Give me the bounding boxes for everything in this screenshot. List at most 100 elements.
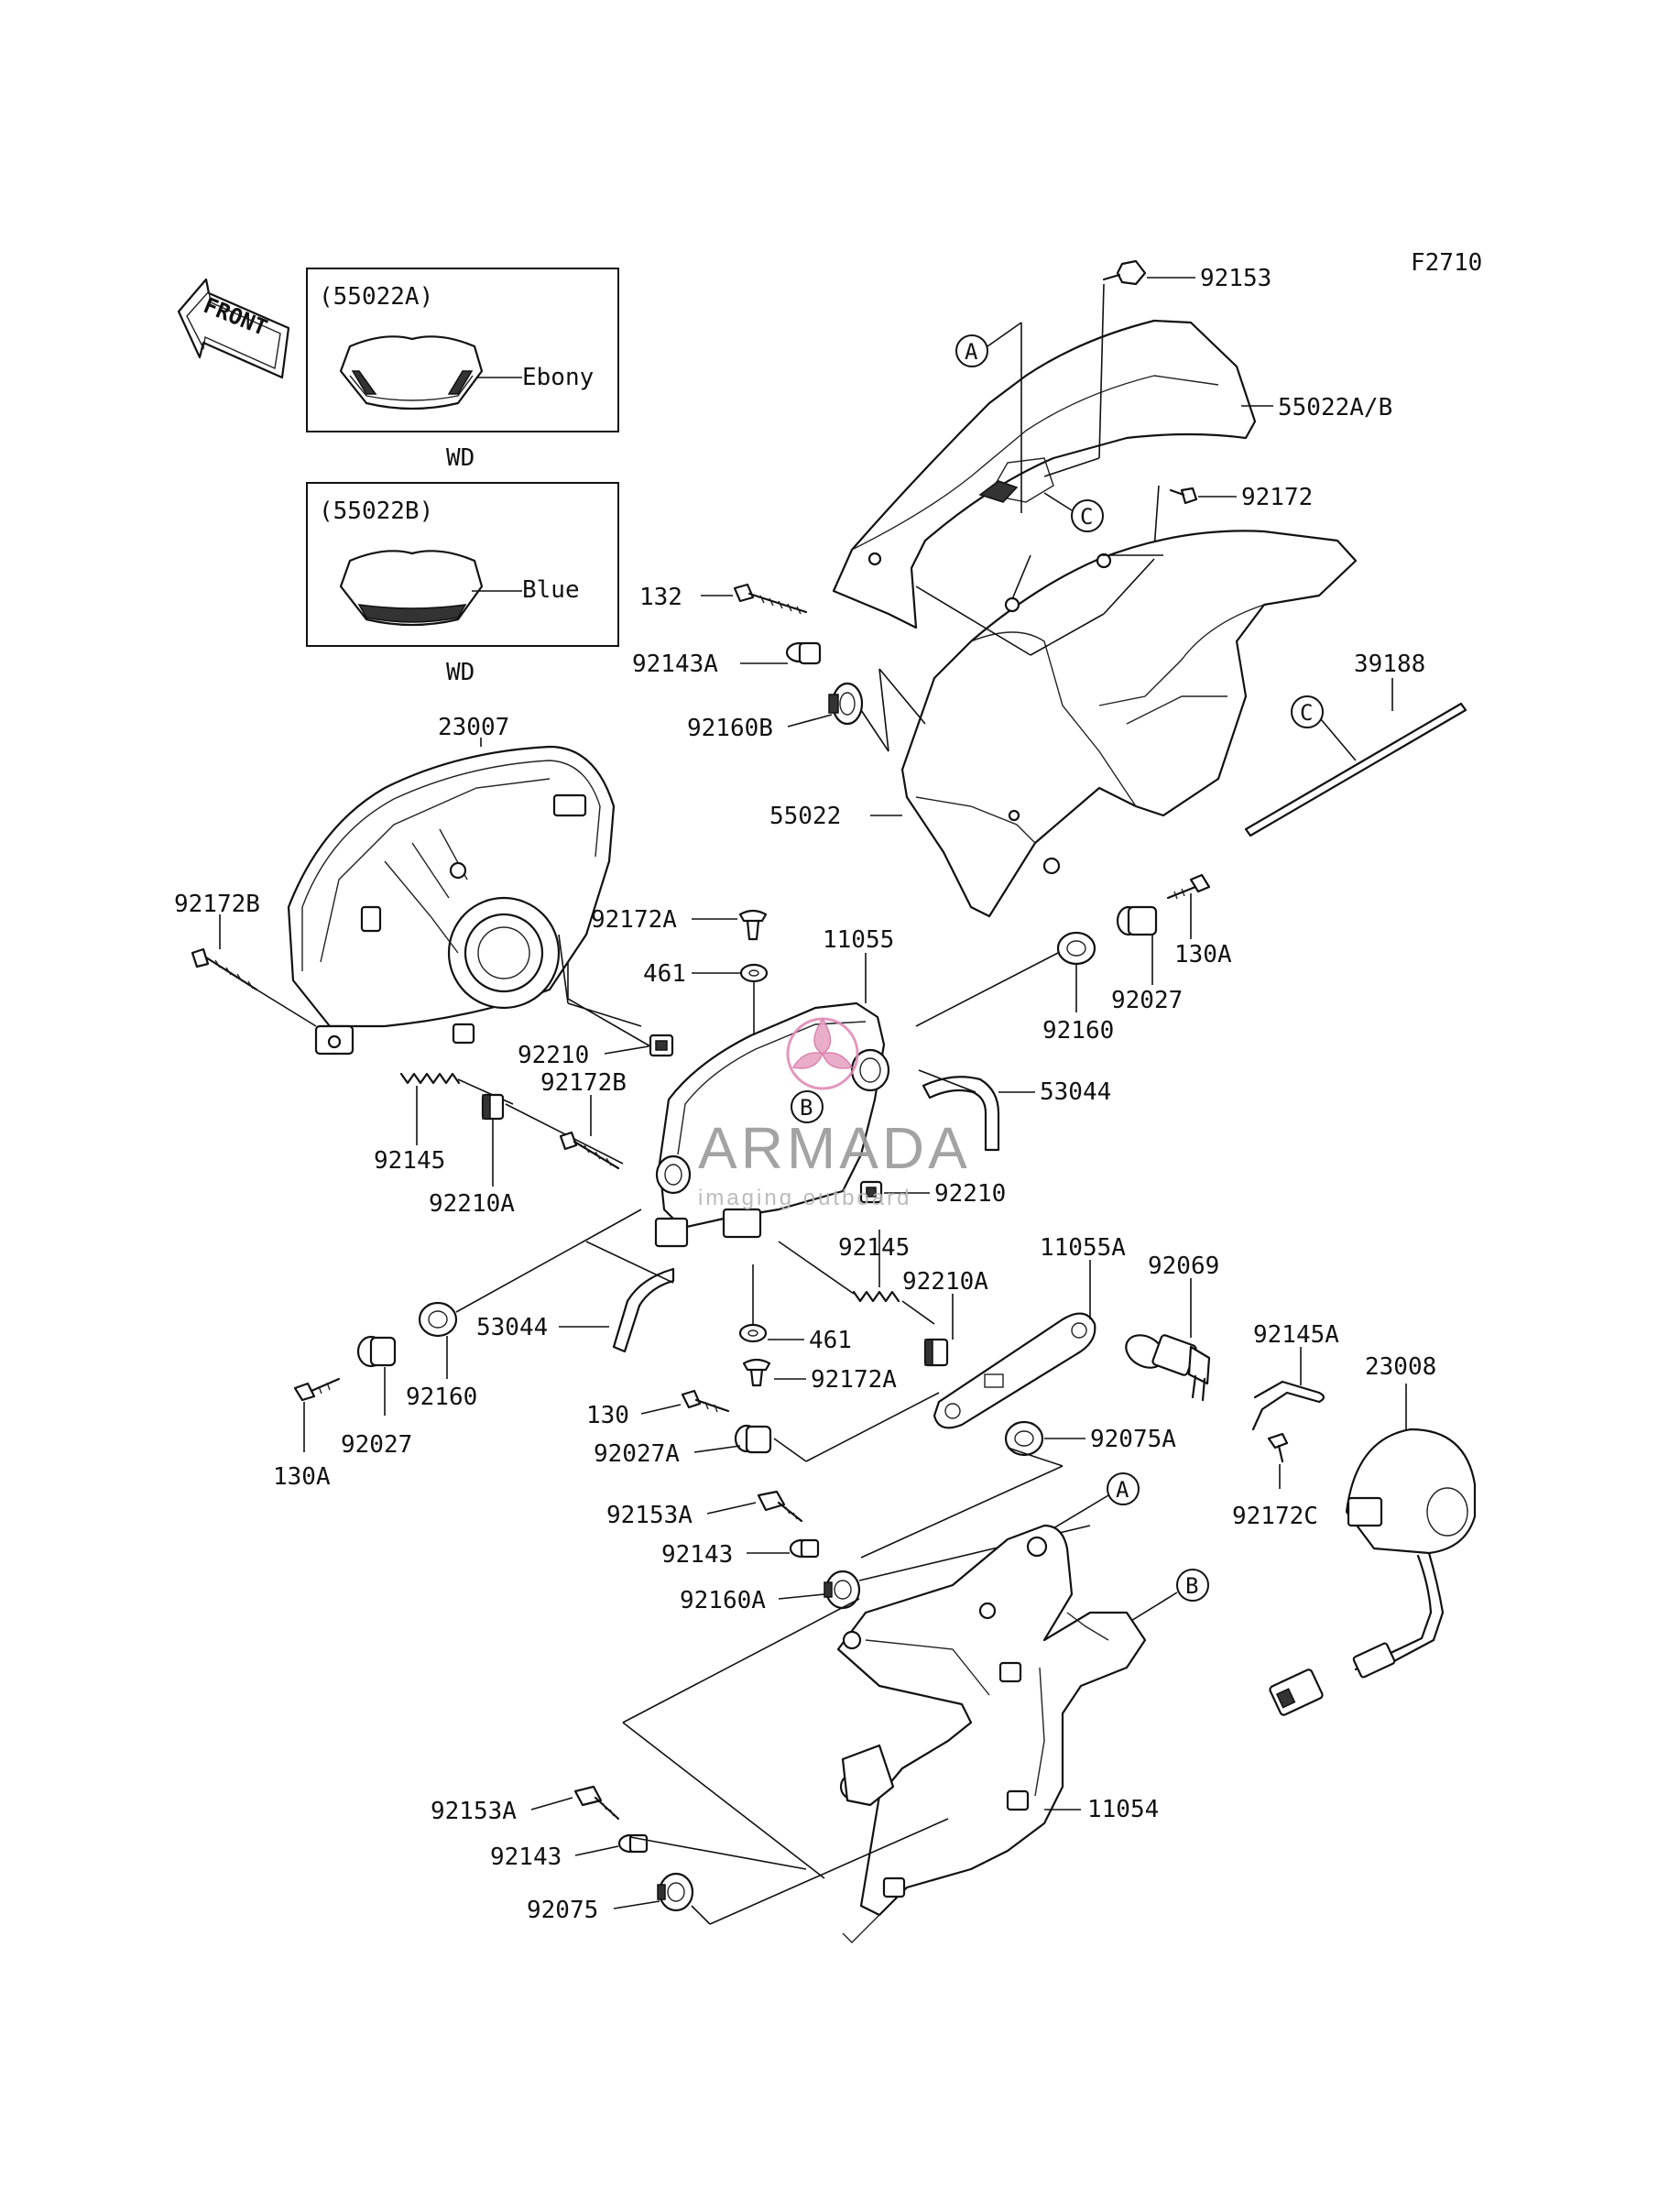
nut-92210-left	[649, 1034, 674, 1057]
label-132: 132	[639, 584, 682, 611]
callout-b-mid-letter: B	[800, 1095, 813, 1121]
label-39188: 39188	[1354, 651, 1425, 678]
callout-c-strip-letter: C	[1300, 700, 1313, 726]
callout-a-bottom-letter: A	[1116, 1477, 1129, 1503]
label-92027-left: 92027	[341, 1431, 412, 1459]
bulb-92069	[1125, 1334, 1211, 1402]
hose-53044-right	[922, 1076, 1000, 1152]
watermark-tagline: imaging outboard	[698, 1186, 911, 1210]
collar-92143-top	[789, 1538, 820, 1559]
label-23007: 23007	[438, 714, 509, 741]
washer-461-bottom	[738, 1323, 768, 1343]
bolt-130a-left	[293, 1377, 341, 1402]
hose-53044-left	[612, 1267, 675, 1353]
label-23008: 23008	[1365, 1353, 1436, 1381]
label-92172a-bottom: 92172A	[811, 1366, 897, 1394]
screw-92172c	[1267, 1432, 1289, 1463]
label-92075a: 92075A	[1090, 1426, 1176, 1453]
inset-55022b-color: Blue	[522, 576, 580, 604]
label-92153: 92153	[1200, 265, 1271, 292]
label-130: 130	[586, 1402, 629, 1429]
watermark-brand: ARMADA	[698, 1115, 971, 1181]
label-92160-left: 92160	[406, 1384, 477, 1411]
label-92075: 92075	[527, 1897, 598, 1924]
label-130a-left: 130A	[273, 1463, 331, 1491]
grommet-92160-right	[1056, 931, 1096, 966]
label-53044-right: 53044	[1040, 1078, 1111, 1106]
inset-55022a: (55022A) Ebony WD	[306, 268, 619, 472]
label-461-bottom: 461	[809, 1327, 852, 1354]
label-461-top: 461	[643, 960, 686, 988]
label-92145-mid: 92145	[838, 1234, 910, 1262]
watermark: ARMADA imaging outboard	[698, 1017, 971, 1210]
headlight-23007	[287, 745, 616, 1056]
washer-461-top	[739, 963, 769, 983]
collar-92027a	[734, 1424, 772, 1454]
grommet-92160a	[824, 1570, 861, 1610]
callout-a-top: A	[955, 334, 988, 367]
nut-92210a-left	[481, 1093, 505, 1121]
lamp-23008	[1269, 1428, 1477, 1716]
callout-b-bottom: B	[1176, 1569, 1209, 1602]
clip-92145a	[1251, 1380, 1325, 1431]
callout-c-upper-letter: C	[1080, 504, 1093, 530]
cowl-ebony-illustration	[339, 335, 484, 410]
label-92160a: 92160A	[680, 1587, 766, 1614]
screw-92172	[1169, 487, 1198, 505]
callout-a-bottom: A	[1107, 1472, 1140, 1505]
label-92145a: 92145A	[1253, 1321, 1339, 1349]
inset-55022a-color: Ebony	[522, 364, 594, 391]
label-53044-left: 53044	[476, 1314, 548, 1341]
label-55022: 55022	[769, 803, 841, 830]
bolt-92153	[1102, 259, 1147, 286]
inset-55022b-caption: WD	[446, 659, 475, 686]
strip-39188	[1244, 702, 1467, 837]
label-92069: 92069	[1148, 1253, 1219, 1280]
callout-a-top-letter: A	[965, 339, 978, 365]
label-92153a-top: 92153A	[606, 1502, 693, 1529]
spring-92145-mid	[852, 1290, 900, 1303]
collar-92027-right	[1116, 905, 1158, 936]
collar-92143a	[785, 641, 822, 665]
plate-11055a	[933, 1312, 1096, 1429]
screw-92172b-mid	[559, 1131, 620, 1170]
label-92143a: 92143A	[632, 651, 718, 678]
label-92153a-bottom: 92153A	[431, 1798, 517, 1825]
grommet-92075	[657, 1872, 694, 1912]
label-92160-right: 92160	[1042, 1017, 1114, 1045]
inset-55022a-title: (55022A)	[319, 283, 433, 311]
collar-92027-left	[356, 1335, 397, 1368]
front-arrow: FRONT	[177, 278, 290, 379]
label-92172c: 92172C	[1232, 1503, 1318, 1530]
upper-cowl-55022ab	[832, 319, 1257, 629]
nut-92210a-mid	[923, 1338, 949, 1367]
label-92172: 92172	[1241, 484, 1313, 511]
stay-11054	[836, 1524, 1147, 1943]
label-92027-right: 92027	[1111, 987, 1183, 1014]
bolt-130a-right	[1166, 873, 1211, 900]
label-92210-right: 92210	[934, 1180, 1006, 1208]
bolt-92153a-bottom	[573, 1785, 620, 1821]
label-130a-right: 130A	[1174, 941, 1232, 968]
grommet-92160b	[828, 682, 864, 726]
callout-b-bottom-letter: B	[1185, 1573, 1198, 1599]
label-92210a-mid: 92210A	[902, 1268, 988, 1296]
inset-55022a-caption: WD	[446, 444, 475, 472]
figure-code: F2710	[1411, 249, 1482, 277]
screw-92172a-top	[738, 909, 768, 941]
grommet-92160-left	[418, 1301, 458, 1338]
nut-92210-right	[859, 1180, 883, 1204]
callout-b-mid: B	[791, 1090, 824, 1123]
label-11055: 11055	[823, 926, 894, 954]
screw-92172a-bottom	[742, 1358, 771, 1387]
label-92145-left: 92145	[374, 1147, 445, 1175]
label-11054: 11054	[1087, 1796, 1159, 1823]
label-55022ab: 55022A/B	[1278, 394, 1392, 421]
cowl-55022	[900, 530, 1358, 918]
label-11055a: 11055A	[1040, 1234, 1126, 1262]
grommet-92075a	[1004, 1420, 1044, 1457]
inset-55022b: (55022B) Blue WD	[306, 482, 619, 686]
label-92210-left: 92210	[518, 1042, 589, 1069]
callout-c-strip: C	[1291, 695, 1324, 728]
